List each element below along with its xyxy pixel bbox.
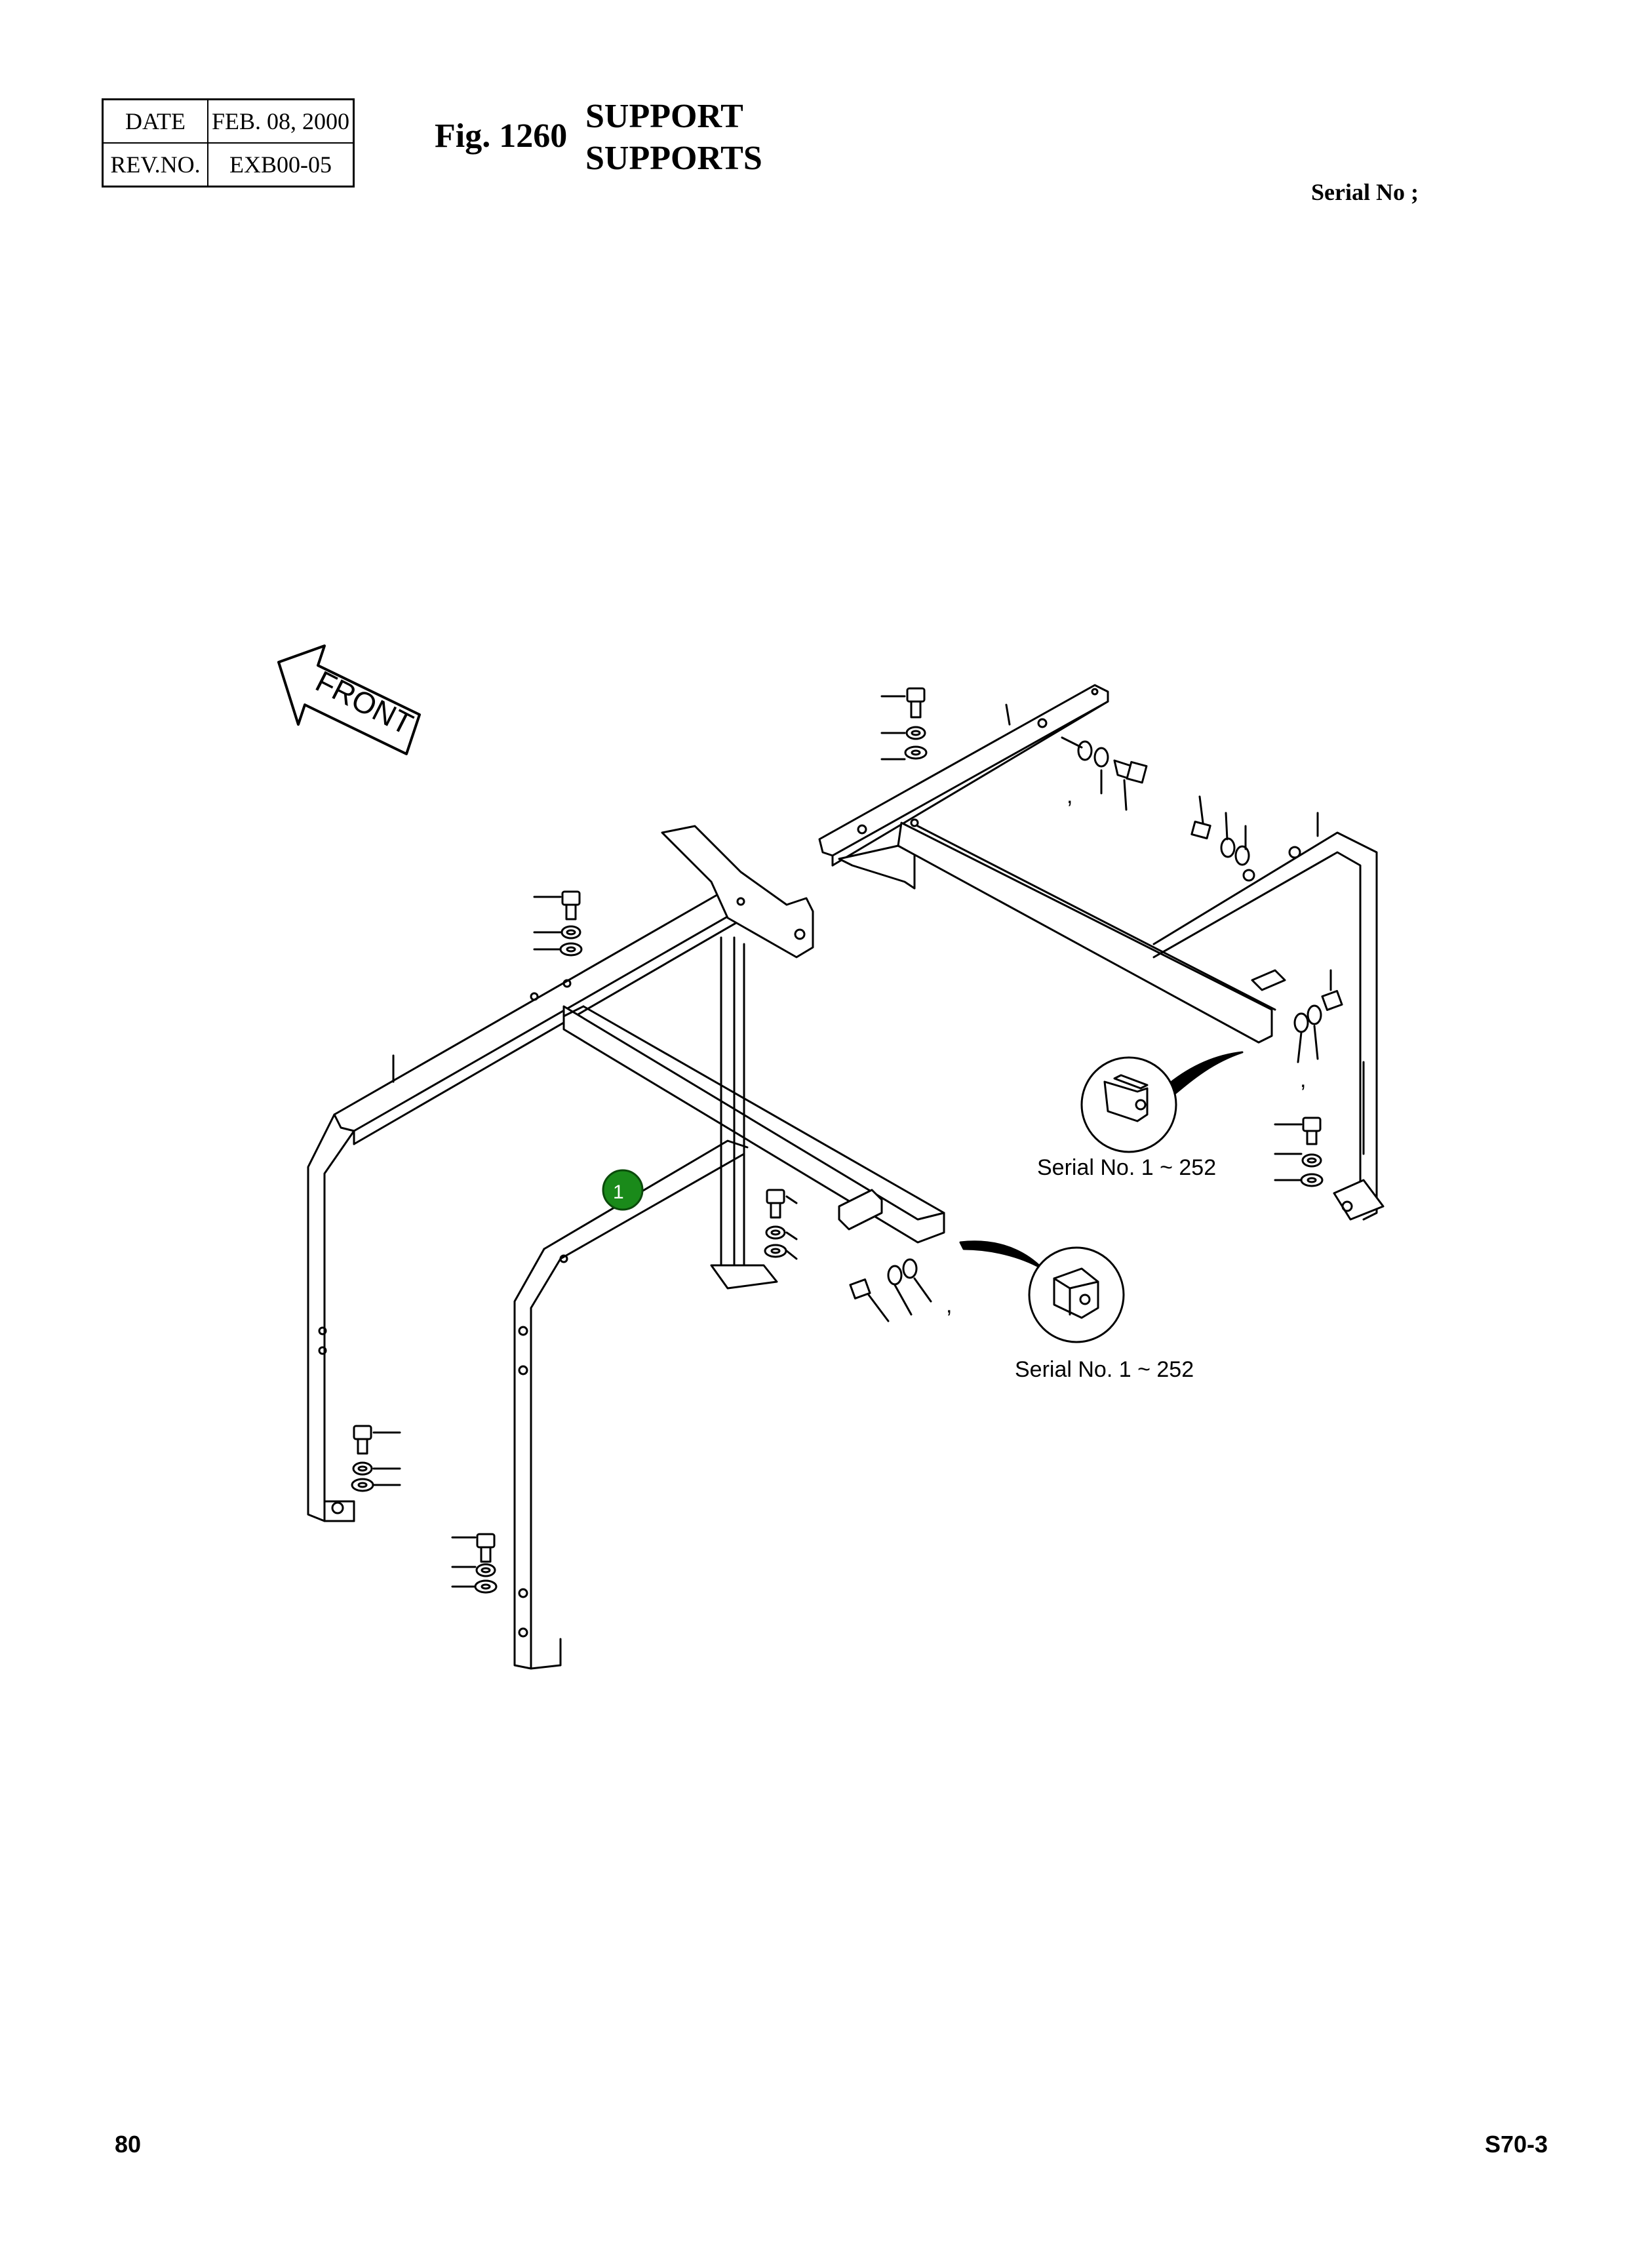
detail-view-lower xyxy=(959,1240,1125,1343)
figure-subtitle: SUPPORTS xyxy=(585,140,762,177)
date-value: FEB. 08, 2000 xyxy=(207,98,355,144)
comma-mark: , xyxy=(946,1293,953,1318)
callout-number: 1 xyxy=(613,1181,624,1203)
date-label: DATE xyxy=(102,98,208,144)
rev-label: REV.NO. xyxy=(102,142,208,188)
left-frame-assembly xyxy=(307,825,945,1670)
right-frame-assembly xyxy=(818,684,1385,1221)
comma-mark: , xyxy=(1067,783,1073,808)
model-code: S70-3 xyxy=(1485,2131,1548,2158)
revision-info-table: DATE FEB. 08, 2000 REV.NO. EXB00-05 xyxy=(102,98,355,188)
comma-mark: , xyxy=(1300,1067,1307,1092)
front-arrow-icon: FRONT xyxy=(277,644,421,755)
serial-note-right: Serial No. 1 ~ 252 xyxy=(1037,1155,1217,1180)
rev-value: EXB00-05 xyxy=(207,142,355,188)
serial-note-lower: Serial No. 1 ~ 252 xyxy=(1015,1357,1194,1382)
detail-view-right xyxy=(1080,1051,1244,1153)
page-number: 80 xyxy=(115,2131,142,2158)
fastener-stacks xyxy=(351,687,1343,1594)
part-callout-1[interactable]: 1 xyxy=(602,1169,644,1211)
figure-number: Fig. 1260 xyxy=(435,117,568,155)
figure-title: SUPPORT xyxy=(585,98,743,135)
serial-heading: Serial No ; xyxy=(1311,179,1419,205)
